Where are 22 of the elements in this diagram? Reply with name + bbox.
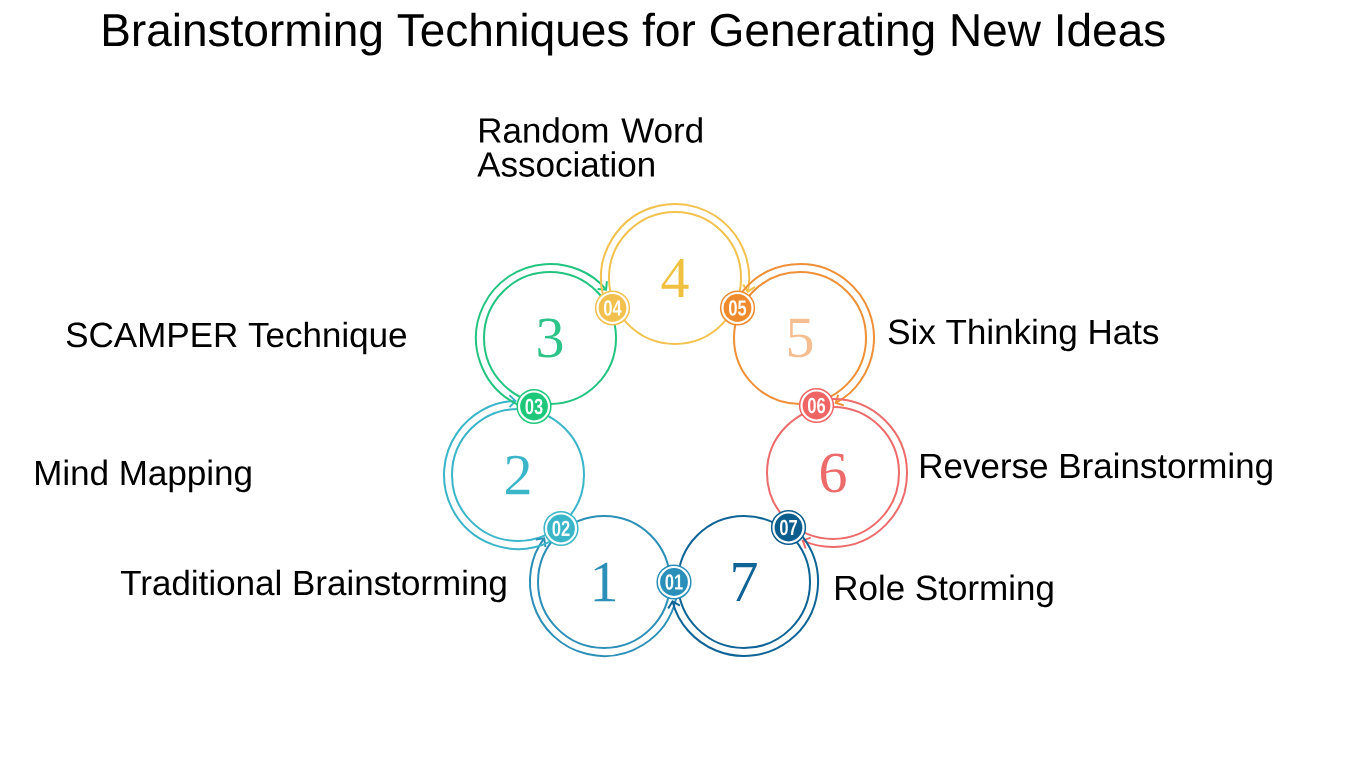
number-badge: 04: [594, 290, 631, 326]
step-label: Mind Mapping: [36, 459, 251, 493]
curved-arrow: [741, 263, 875, 407]
step-label: Six Thinking Hats: [888, 318, 1159, 352]
number-badge: 07: [770, 509, 807, 546]
number-badge: 01: [656, 564, 692, 600]
number-badge: 02: [543, 510, 579, 547]
curved-arrow: [475, 263, 608, 406]
curved-arrow: [528, 537, 678, 657]
curved-arrow: [600, 203, 756, 296]
number-badge: 03: [516, 388, 552, 425]
step-label: Role Storming: [836, 574, 1053, 608]
number-badge: 05: [719, 290, 756, 326]
curved-arrow: [443, 394, 552, 550]
number-badge: 06: [798, 387, 835, 424]
step-label: Traditional Brainstorming: [121, 569, 506, 603]
curved-arrow: [667, 535, 819, 657]
step-label: SCAMPER Technique: [66, 321, 406, 355]
title: Brainstorming Techniques for Generating New Ideas: [104, 12, 1165, 56]
curved-arrow: [801, 398, 908, 550]
step-label: Random Word Association: [477, 117, 702, 177]
step-label: Reverse Brainstorming: [921, 452, 1272, 486]
